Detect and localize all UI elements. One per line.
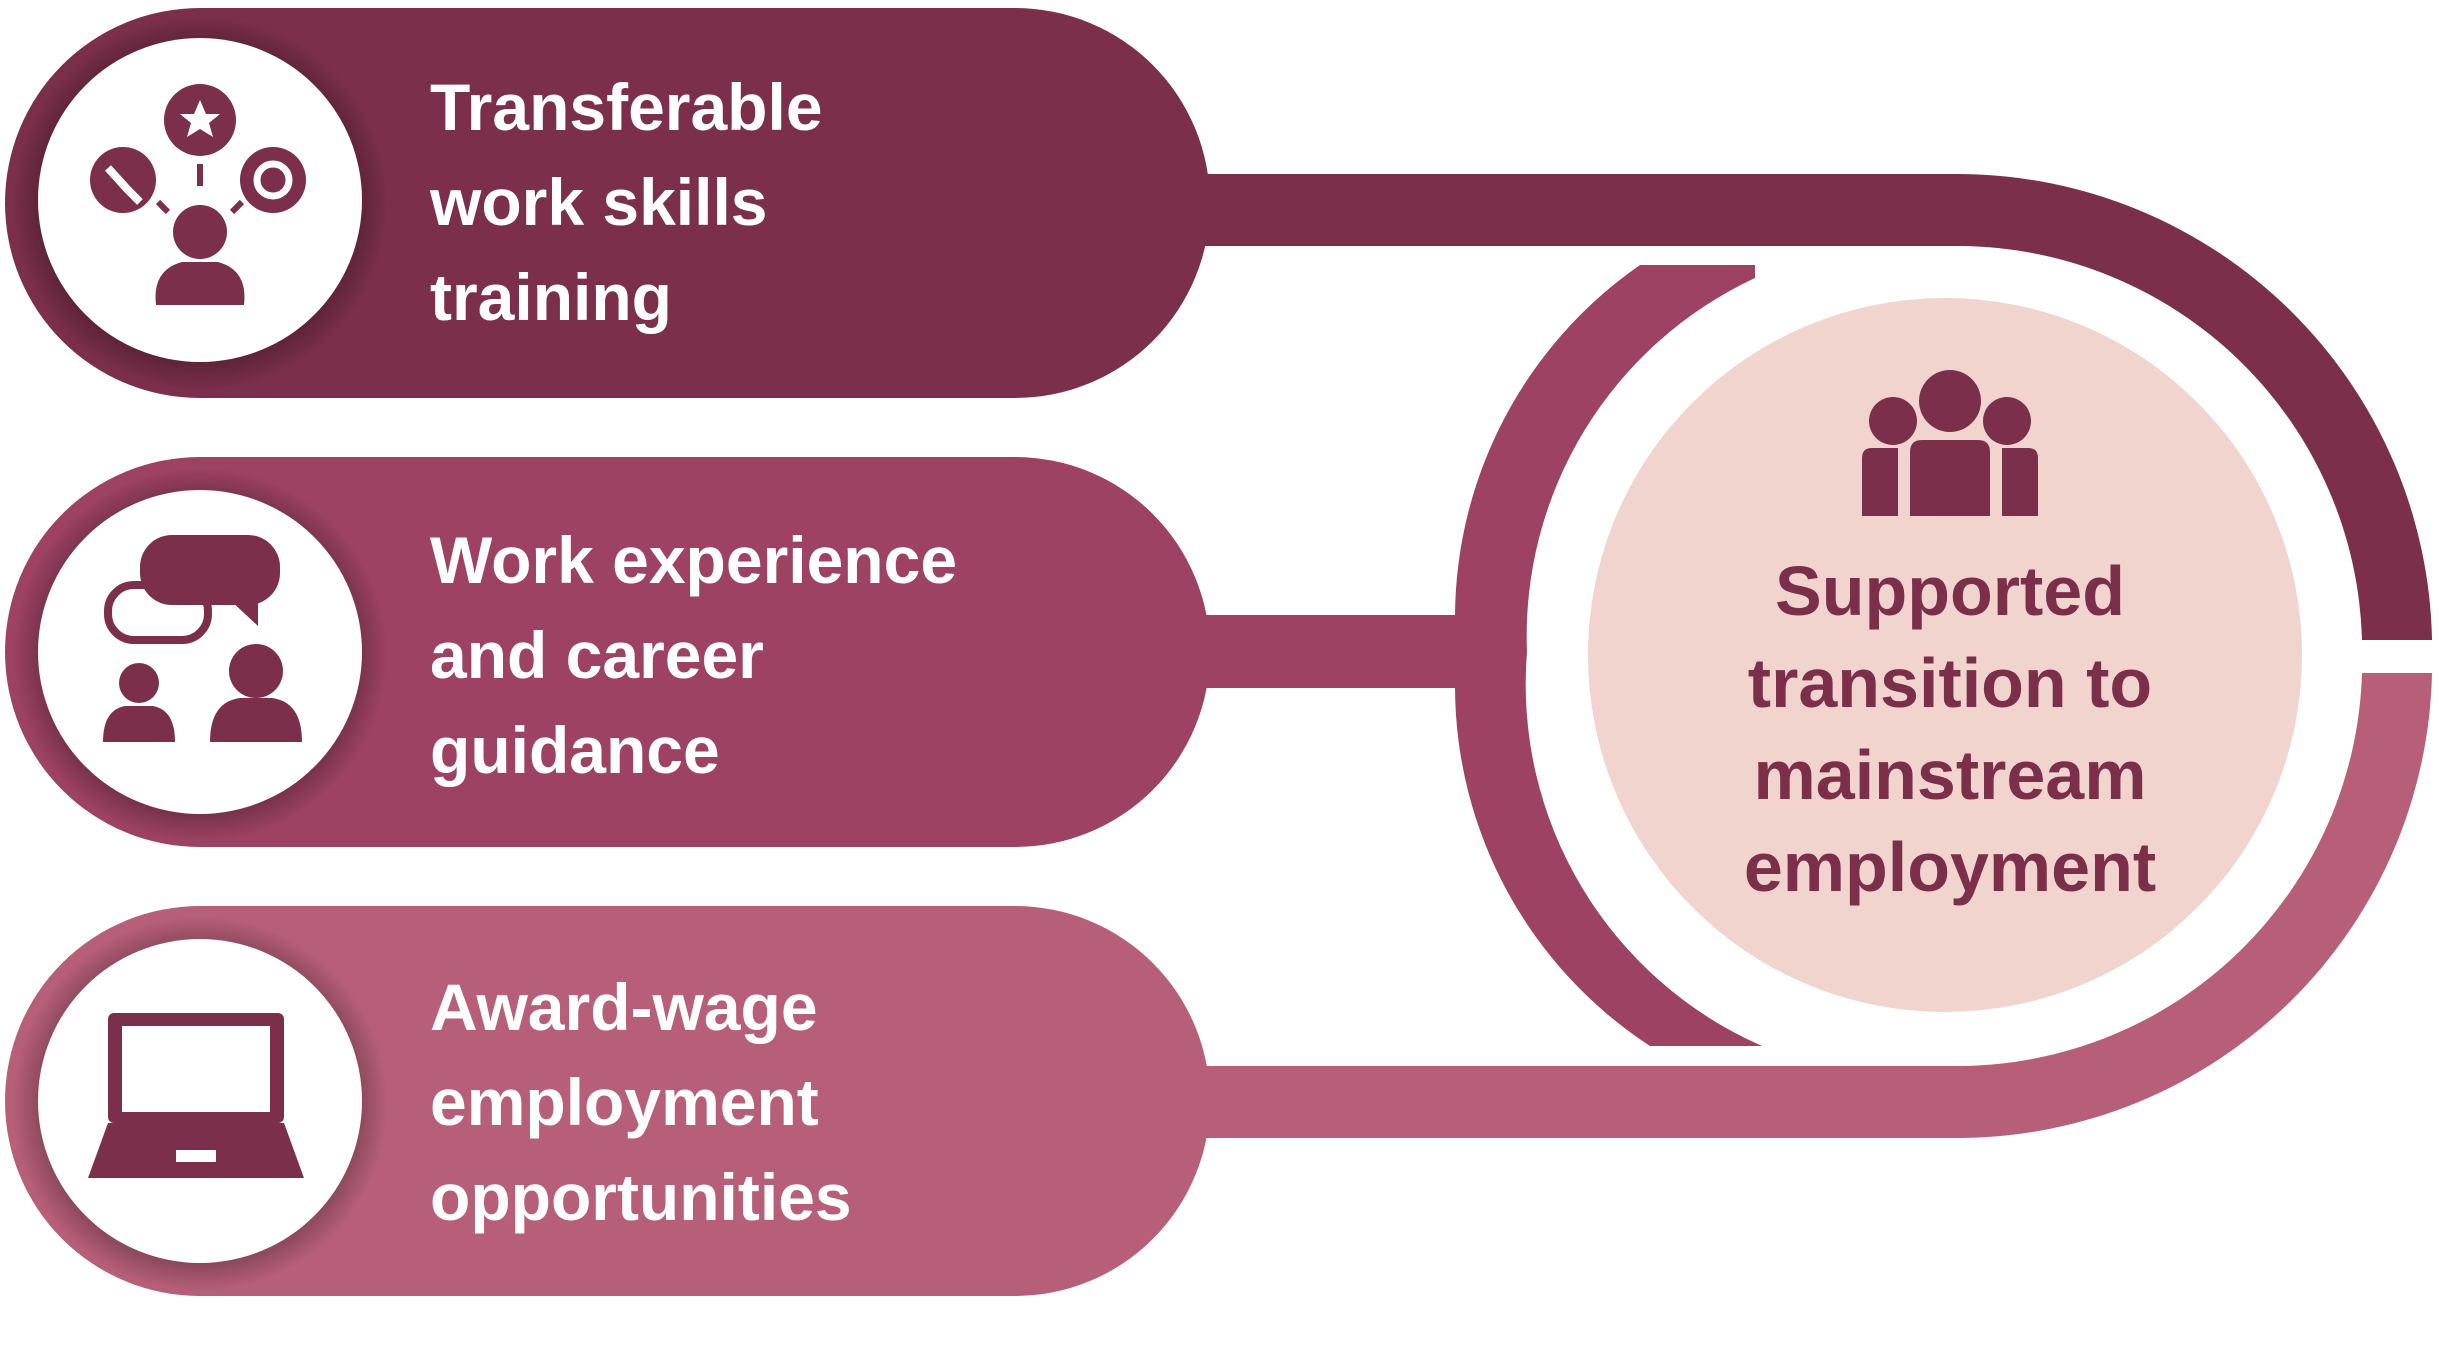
step-2-line-1: Work experience <box>430 523 958 597</box>
outcome-line-2: transition to <box>1747 644 2153 722</box>
laptop-icon <box>88 1013 304 1178</box>
step-1-line-3: training <box>430 260 672 334</box>
outcome-line-3: mainstream <box>1753 736 2147 814</box>
step-1-line-2: work skills <box>430 165 768 239</box>
step-pill-2 <box>5 457 1210 847</box>
skills-person-icon <box>90 84 306 305</box>
step-1-label: Transferable work skills training <box>430 60 823 345</box>
group-people-icon <box>1862 370 2038 516</box>
connector-inner-arc <box>1455 265 1762 1046</box>
outcome-label: Supported transition to mainstream emplo… <box>1590 545 2310 913</box>
outcome-circle <box>1588 298 2302 1012</box>
step-3-line-3: opportunities <box>430 1160 852 1234</box>
outcome-line-1: Supported <box>1775 552 2125 630</box>
step-pill-1 <box>5 8 1210 398</box>
step-3-line-2: employment <box>430 1065 819 1139</box>
connector-bottom <box>1190 673 2432 1138</box>
step-3-label: Award-wage employment opportunities <box>430 960 852 1245</box>
conversation-people-icon <box>103 535 302 742</box>
step-2-line-2: and career <box>430 618 764 692</box>
step-2-line-3: guidance <box>430 713 720 787</box>
connector-middle <box>1190 615 1455 688</box>
step-3-line-1: Award-wage <box>430 970 818 1044</box>
connector-top <box>1190 174 2432 640</box>
step-1-line-1: Transferable <box>430 70 823 144</box>
step-2-label: Work experience and career guidance <box>430 513 957 798</box>
outcome-line-4: employment <box>1743 828 2157 906</box>
step-pill-3 <box>5 906 1210 1296</box>
